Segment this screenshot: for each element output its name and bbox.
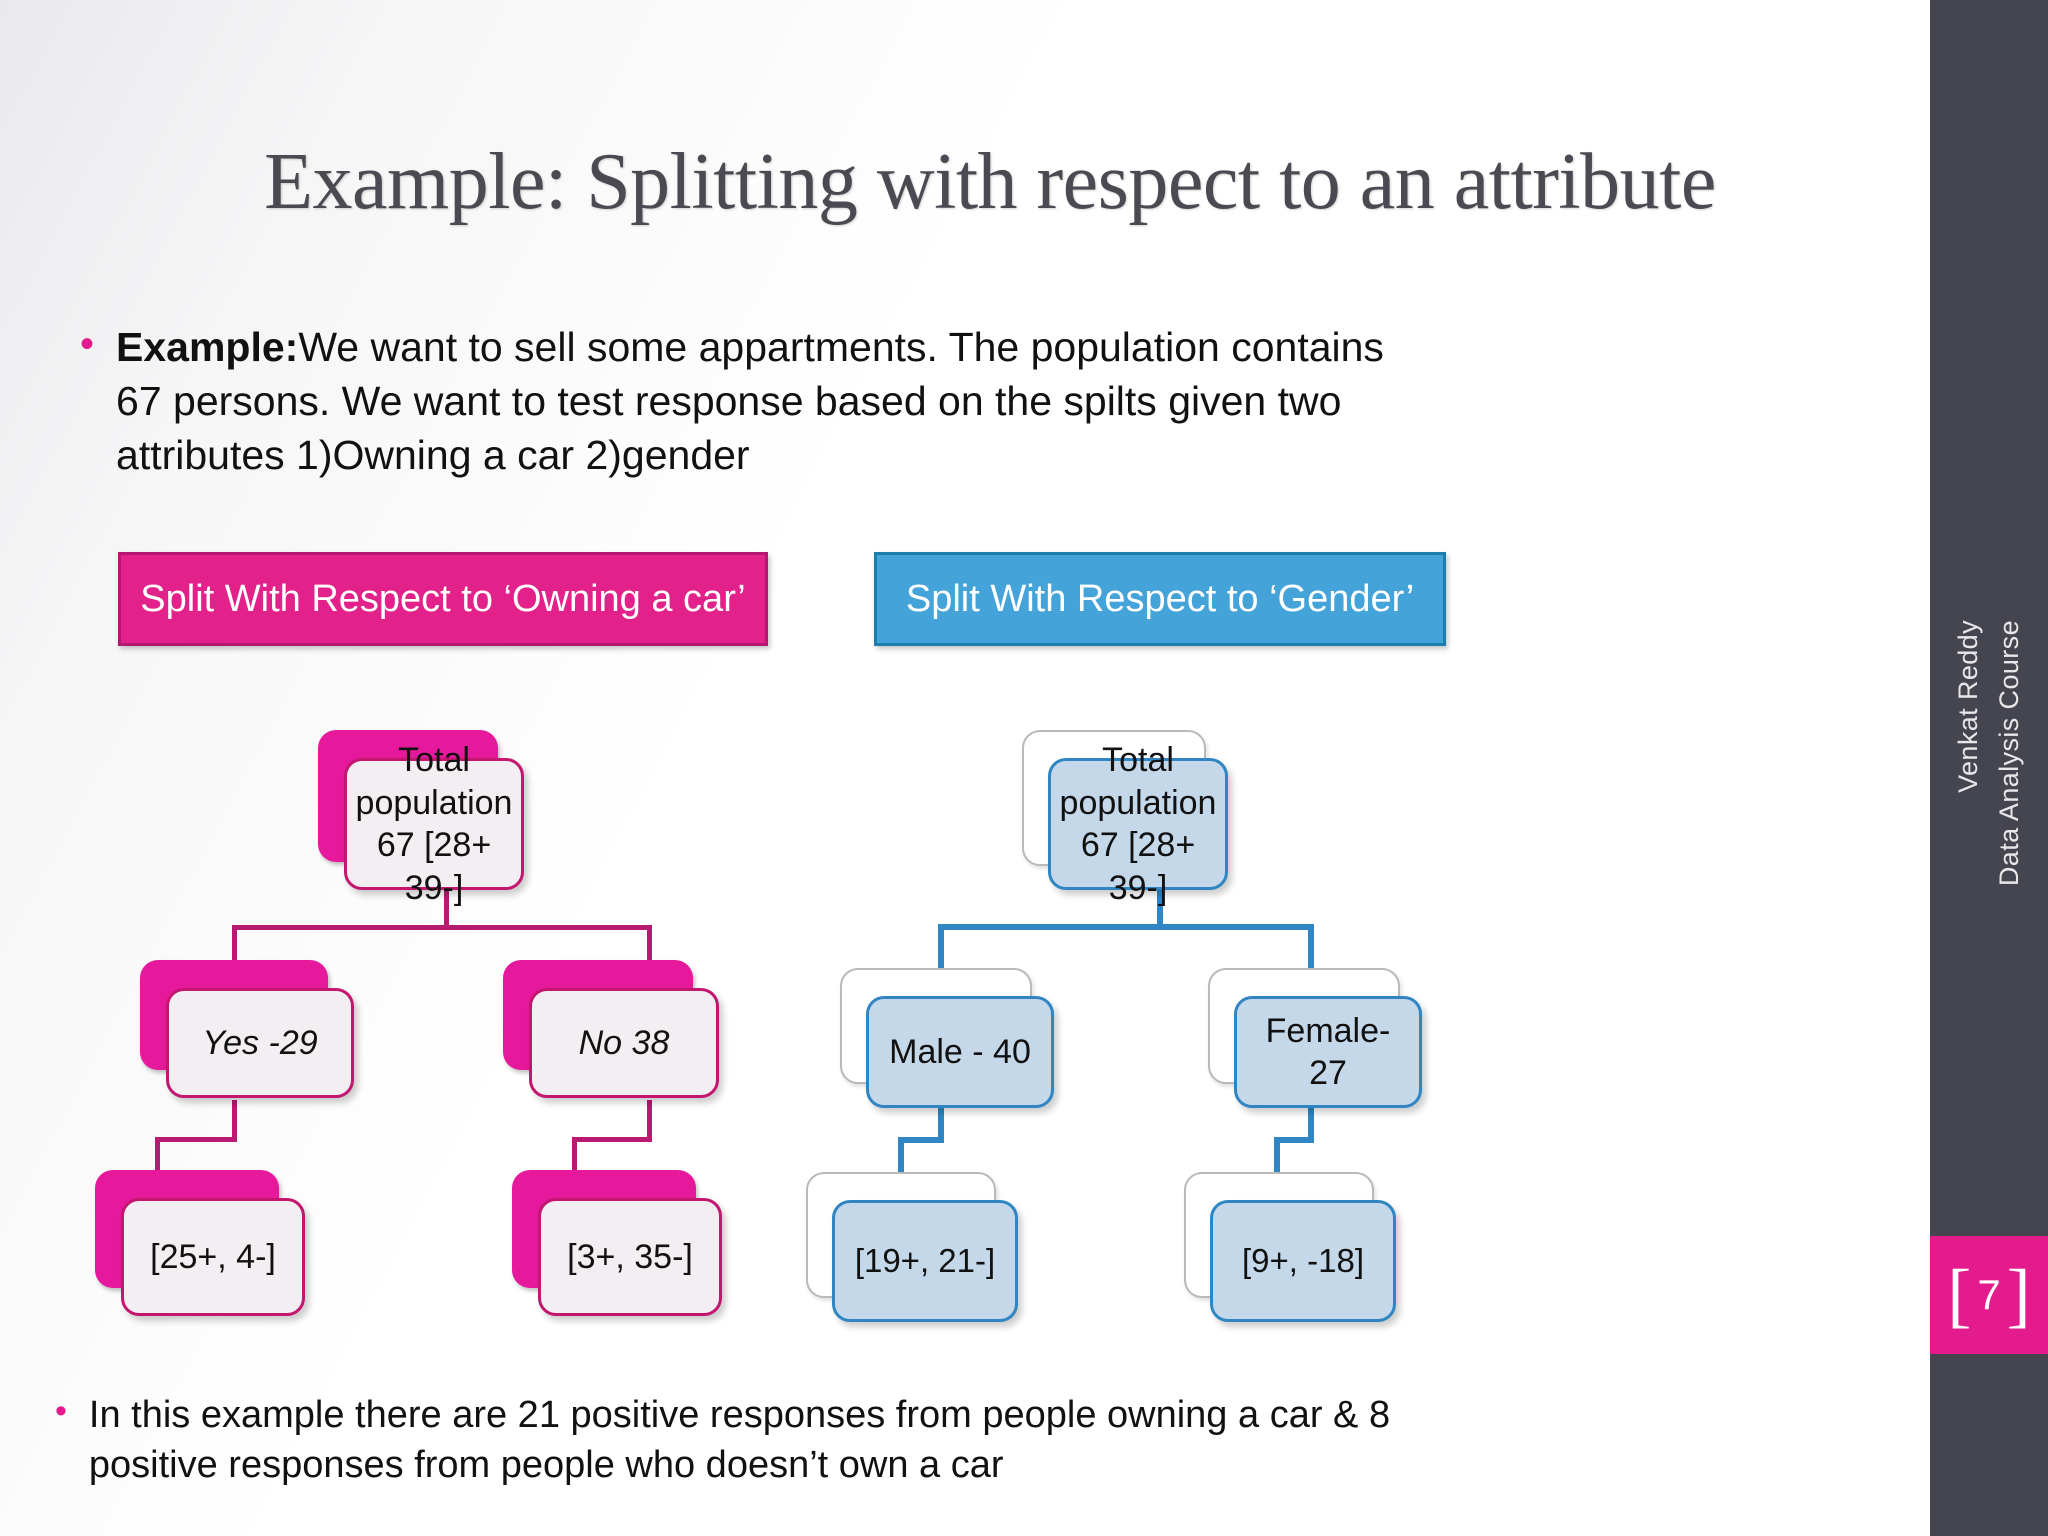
rail-course-label: Data Analysis Course bbox=[1994, 620, 2024, 887]
bullet-example-lead: Example: bbox=[116, 324, 299, 370]
bullet-example: • Example:We want to sell some appartmen… bbox=[80, 320, 1420, 482]
node-car-root-line1: Total bbox=[398, 741, 470, 779]
node-car-yes-leaf-label: [25+, 4-] bbox=[150, 1237, 276, 1276]
node-car-no-leaf: [3+, 35-] bbox=[512, 1170, 722, 1316]
node-car-root: Total population 67 [28+ 39-] bbox=[318, 730, 524, 907]
banner-owning-a-car: Split With Respect to ‘Owning a car’ bbox=[118, 552, 768, 646]
node-gender-root-line3: 67 [28+ 39-] bbox=[1080, 826, 1196, 907]
node-gender-male: Male - 40 bbox=[840, 968, 1054, 1108]
connector-right-child-stem bbox=[647, 1100, 652, 1140]
node-car-yes-leaf: [25+, 4-] bbox=[95, 1170, 305, 1316]
banner-owning-a-car-label: Split With Respect to ‘Owning a car’ bbox=[140, 577, 746, 620]
node-car-yes-face: Yes -29 bbox=[166, 988, 354, 1098]
connector-root-bar bbox=[232, 925, 652, 930]
node-car-no: No 38 bbox=[503, 960, 719, 1098]
node-car-no-label: No 38 bbox=[578, 1023, 670, 1062]
tree-owning-a-car: Total population 67 [28+ 39-] Yes -29 No… bbox=[60, 700, 840, 1360]
right-rail: Data Analysis Course Venkat Reddy [ 7 ] bbox=[1930, 0, 2048, 1536]
node-gender-male-leaf-face: [19+, 21-] bbox=[832, 1200, 1018, 1322]
node-car-no-leaf-label: [3+, 35-] bbox=[567, 1237, 693, 1276]
banner-gender-label: Split With Respect to ‘Gender’ bbox=[905, 577, 1415, 620]
connector-right-leaf-bar bbox=[572, 1137, 652, 1142]
node-car-root-line2: population bbox=[355, 783, 513, 822]
node-gender-female-label: Female-27 bbox=[1265, 1011, 1391, 1093]
node-gender-female-leaf-face: [9+, -18] bbox=[1210, 1200, 1396, 1322]
bullet-summary: • In this example there are 21 positive … bbox=[55, 1390, 1435, 1490]
node-gender-root: Total population 67 [28+ 39-] bbox=[1022, 730, 1228, 907]
connector-gender-root-stem bbox=[1157, 890, 1163, 928]
node-gender-root-label: Total population 67 [28+ 39-] bbox=[1060, 739, 1217, 909]
connector-root-stem bbox=[444, 890, 449, 928]
bullet-example-body: We want to sell some appartments. The po… bbox=[116, 324, 1384, 479]
banner-gender: Split With Respect to ‘Gender’ bbox=[874, 552, 1446, 646]
node-car-no-face: No 38 bbox=[529, 988, 719, 1098]
connector-gender-female-bar bbox=[1274, 1137, 1314, 1143]
node-gender-female: Female-27 bbox=[1208, 968, 1422, 1108]
page-number-badge: [ 7 ] bbox=[1930, 1236, 2048, 1354]
connector-left-child-stem bbox=[232, 1100, 237, 1140]
connector-right-drop bbox=[647, 925, 652, 963]
bullet-dot-icon-2: • bbox=[55, 1392, 67, 1430]
connector-gender-left-drop bbox=[938, 924, 944, 968]
node-gender-female-leaf-label: [9+, -18] bbox=[1242, 1242, 1364, 1280]
node-gender-root-line2: population bbox=[1059, 783, 1217, 822]
connector-gender-male-stem bbox=[938, 1105, 944, 1141]
connector-gender-male-leaf-drop bbox=[898, 1137, 904, 1177]
tree-gender: Total population 67 [28+ 39-] Male - 40 … bbox=[790, 700, 1470, 1360]
node-gender-root-face: Total population 67 [28+ 39-] bbox=[1048, 741, 1228, 907]
page-number: 7 bbox=[1977, 1271, 2001, 1318]
connector-gender-root-bar bbox=[938, 924, 1313, 930]
node-gender-female-leaf: [9+, -18] bbox=[1184, 1172, 1396, 1322]
node-gender-male-leaf: [19+, 21-] bbox=[806, 1172, 1018, 1322]
node-gender-root-line1: Total bbox=[1102, 741, 1174, 779]
rail-text-group: Data Analysis Course Venkat Reddy bbox=[1930, 620, 2048, 1040]
connector-left-drop bbox=[232, 925, 237, 963]
bracket-left-icon: [ bbox=[1947, 1255, 1972, 1335]
node-gender-male-face: Male - 40 bbox=[866, 996, 1054, 1108]
connector-left-leaf-drop bbox=[155, 1137, 160, 1173]
bullet-summary-text: In this example there are 21 positive re… bbox=[88, 1394, 1391, 1487]
node-car-root-line3: 67 [28+ 39-] bbox=[376, 826, 492, 907]
connector-gender-male-bar bbox=[898, 1137, 944, 1143]
node-car-no-leaf-face: [3+, 35-] bbox=[538, 1198, 722, 1316]
connector-right-leaf-drop bbox=[572, 1137, 577, 1173]
rail-author-label: Venkat Reddy bbox=[1953, 620, 1983, 793]
connector-gender-right-drop bbox=[1308, 924, 1314, 968]
connector-gender-female-leaf-drop bbox=[1274, 1137, 1280, 1177]
node-car-root-face: Total population 67 [28+ 39-] bbox=[344, 741, 524, 907]
node-gender-male-leaf-label: [19+, 21-] bbox=[854, 1242, 996, 1280]
connector-gender-female-stem bbox=[1308, 1105, 1314, 1141]
node-car-yes: Yes -29 bbox=[140, 960, 354, 1098]
node-car-root-label: Total population 67 [28+ 39-] bbox=[356, 739, 513, 909]
node-gender-female-face: Female-27 bbox=[1234, 996, 1422, 1108]
node-gender-male-label: Male - 40 bbox=[889, 1032, 1031, 1071]
bullet-example-text: Example:We want to sell some appartments… bbox=[116, 320, 1420, 482]
node-car-yes-label: Yes -29 bbox=[202, 1023, 318, 1062]
page-title: Example: Splitting with respect to an at… bbox=[264, 138, 1716, 226]
node-car-yes-leaf-face: [25+, 4-] bbox=[121, 1198, 305, 1316]
bracket-right-icon: ] bbox=[2006, 1255, 2031, 1335]
bullet-dot-icon: • bbox=[80, 322, 95, 366]
connector-left-leaf-bar bbox=[155, 1137, 237, 1142]
